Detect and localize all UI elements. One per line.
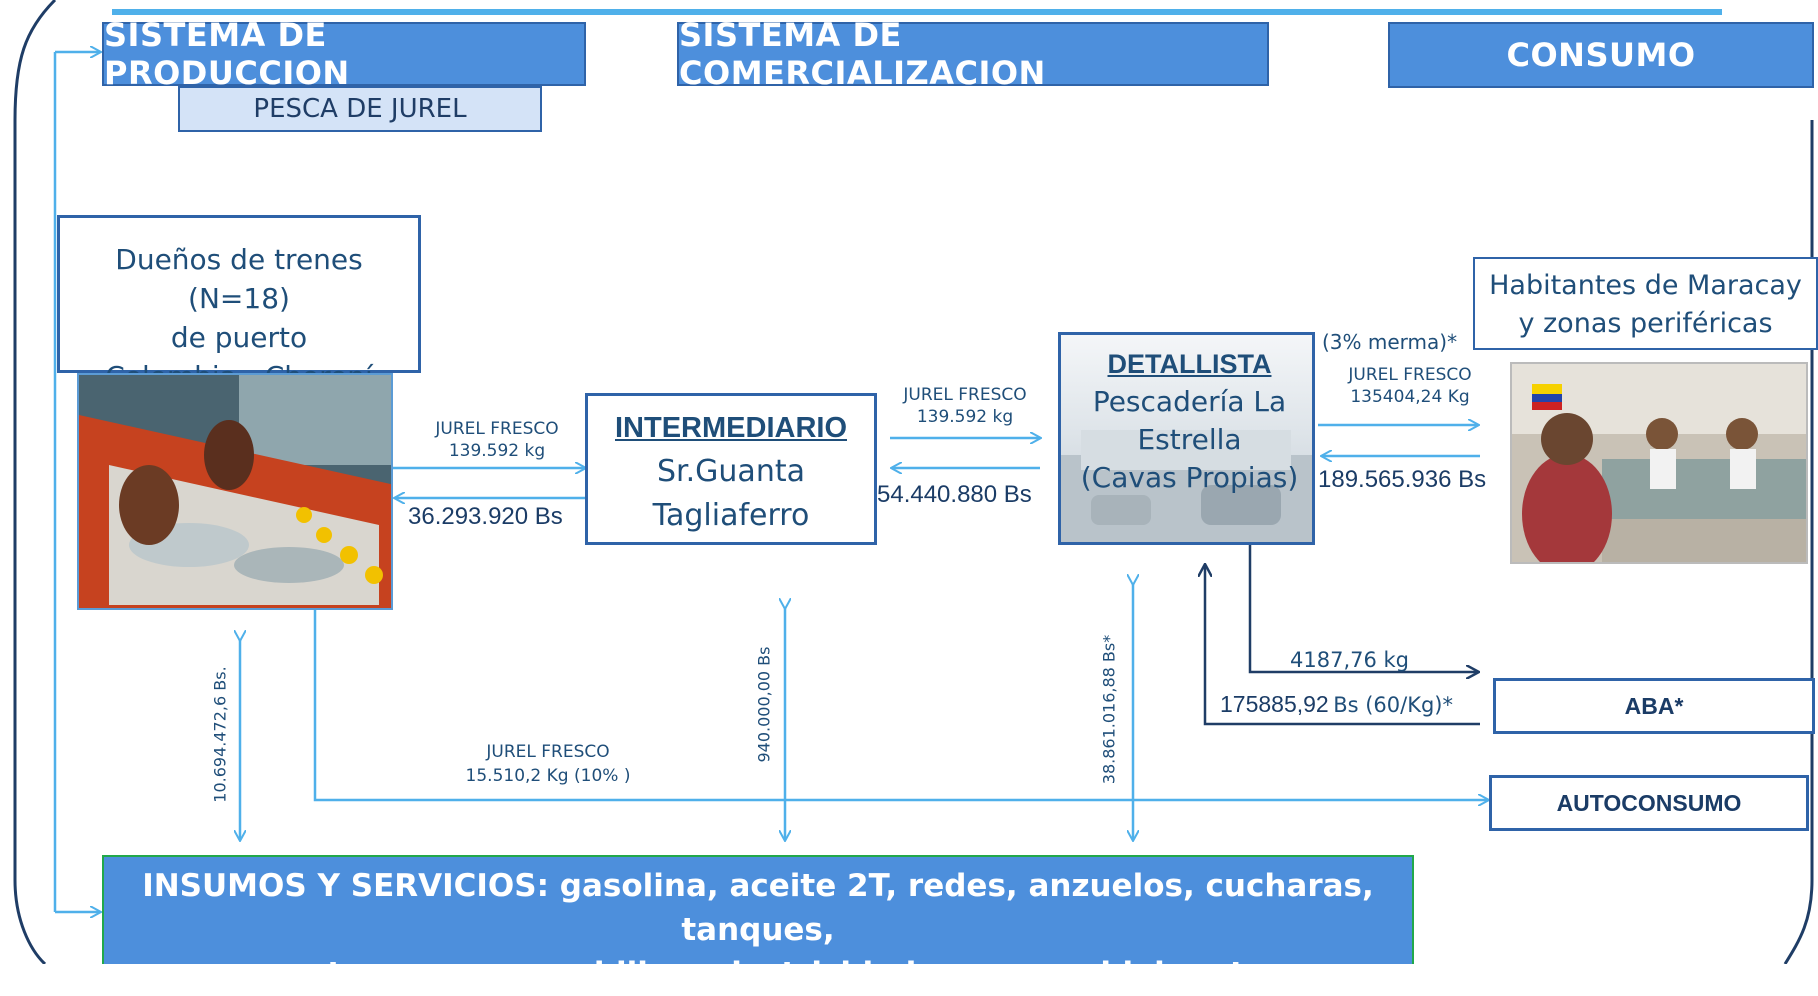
retailer-title: DETALLISTA bbox=[1107, 349, 1272, 379]
header-production: SISTEMA DE PRODUCCION bbox=[102, 16, 586, 92]
flow-auto-label: JUREL FRESCO 15.510,2 Kg (10% ) bbox=[448, 740, 648, 788]
aba-box: ABA* bbox=[1493, 678, 1815, 734]
consumers-line1: Habitantes de Maracay bbox=[1489, 270, 1802, 301]
intermediary-line1: Sr.Guanta bbox=[657, 454, 805, 489]
storefront-image bbox=[1061, 430, 1312, 542]
market-image bbox=[1512, 364, 1806, 562]
fishing-boat-photo bbox=[77, 373, 393, 610]
producers-line2: de puerto bbox=[170, 321, 308, 354]
flow-prod-inter-label: JUREL FRESCO 139.592 kg bbox=[418, 418, 576, 462]
flow-aba-money-unit: Bs (60/Kg)* bbox=[1333, 693, 1453, 717]
producers-box: Dueños de trenes (N=18) de puerto Colomb… bbox=[57, 215, 421, 393]
insumos-line2: mecates, remos, cuchillos, electricidad,… bbox=[234, 956, 1282, 992]
flow-auto-product: JUREL FRESCO bbox=[486, 742, 610, 762]
market-photo bbox=[1510, 362, 1808, 564]
flow-insumos-prod-text: 10.694.472,6 Bs. bbox=[210, 666, 230, 803]
flow-ret-cons-qty: 135404,24 Kg bbox=[1350, 387, 1470, 407]
flow-aba-money-value: 175885,92 bbox=[1220, 691, 1329, 717]
flow-ret-inter-money: 54.440.880 Bs bbox=[877, 481, 1032, 508]
flow-insumos-ret: 38.861.016,88 Bs* bbox=[1009, 635, 1209, 784]
flow-inter-ret-product: JUREL FRESCO bbox=[903, 385, 1027, 405]
flow-aba-money: 175885,92 Bs (60/Kg)* bbox=[1220, 691, 1453, 718]
flow-prod-inter-qty: 139.592 kg bbox=[448, 441, 546, 461]
header-consumption: CONSUMO bbox=[1388, 22, 1814, 88]
flow-auto-qty: 15.510,2 Kg (10% ) bbox=[465, 766, 631, 786]
producers-line1: Dueños de trenes (N=18) bbox=[115, 243, 363, 315]
intermediary-title: INTERMEDIARIO bbox=[615, 412, 847, 444]
flow-insumos-ret-text: 38.861.016,88 Bs* bbox=[1099, 634, 1119, 785]
flow-ret-cons-label: JUREL FRESCO 135404,24 Kg bbox=[1322, 364, 1498, 408]
insumos-bar: INSUMOS Y SERVICIOS: gasolina, aceite 2T… bbox=[102, 855, 1414, 992]
flow-inter-ret-qty: 139.592 kg bbox=[916, 407, 1014, 427]
consumers-line2: y zonas periféricas bbox=[1518, 308, 1773, 339]
consumers-box: Habitantes de Maracay y zonas periférica… bbox=[1473, 257, 1818, 350]
flow-merma: (3% merma)* bbox=[1322, 330, 1458, 354]
flow-insumos-inter: 940.000,00 Bs bbox=[664, 647, 864, 763]
retailer-line2: Estrella bbox=[1137, 423, 1242, 456]
insumos-line1: INSUMOS Y SERVICIOS: gasolina, aceite 2T… bbox=[142, 868, 1374, 948]
flow-inter-ret-label: JUREL FRESCO 139.592 kg bbox=[886, 384, 1044, 428]
intermediary-box: INTERMEDIARIO Sr.Guanta Tagliaferro bbox=[585, 393, 877, 545]
retailer-box: DETALLISTA Pescadería La Estrella (Cavas… bbox=[1058, 332, 1315, 545]
autoconsumo-box: AUTOCONSUMO bbox=[1489, 775, 1809, 831]
fishing-boat-image bbox=[79, 375, 391, 608]
header-production-sub: PESCA DE JUREL bbox=[178, 86, 542, 132]
flow-prod-inter-product: JUREL FRESCO bbox=[435, 419, 559, 439]
flow-aba-qty: 4187,76 kg bbox=[1290, 648, 1410, 672]
outer-frame bbox=[13, 0, 57, 964]
flow-insumos-prod: 10.694.472,6 Bs. bbox=[120, 666, 320, 802]
intermediary-line2: Tagliaferro bbox=[652, 498, 810, 533]
diagram-connectors bbox=[13, 0, 1814, 964]
flow-insumos-inter-text: 940.000,00 Bs bbox=[754, 646, 774, 763]
flow-inter-prod-money: 36.293.920 Bs bbox=[408, 503, 563, 530]
flow-cons-ret-money: 189.565.936 Bs bbox=[1318, 466, 1487, 493]
retailer-line3: (Cavas Propias) bbox=[1080, 461, 1299, 494]
flow-ret-cons-product: JUREL FRESCO bbox=[1348, 365, 1472, 385]
retailer-line1: Pescadería La bbox=[1092, 385, 1287, 418]
header-commercial: SISTEMA DE COMERCIALIZACION bbox=[677, 16, 1269, 92]
